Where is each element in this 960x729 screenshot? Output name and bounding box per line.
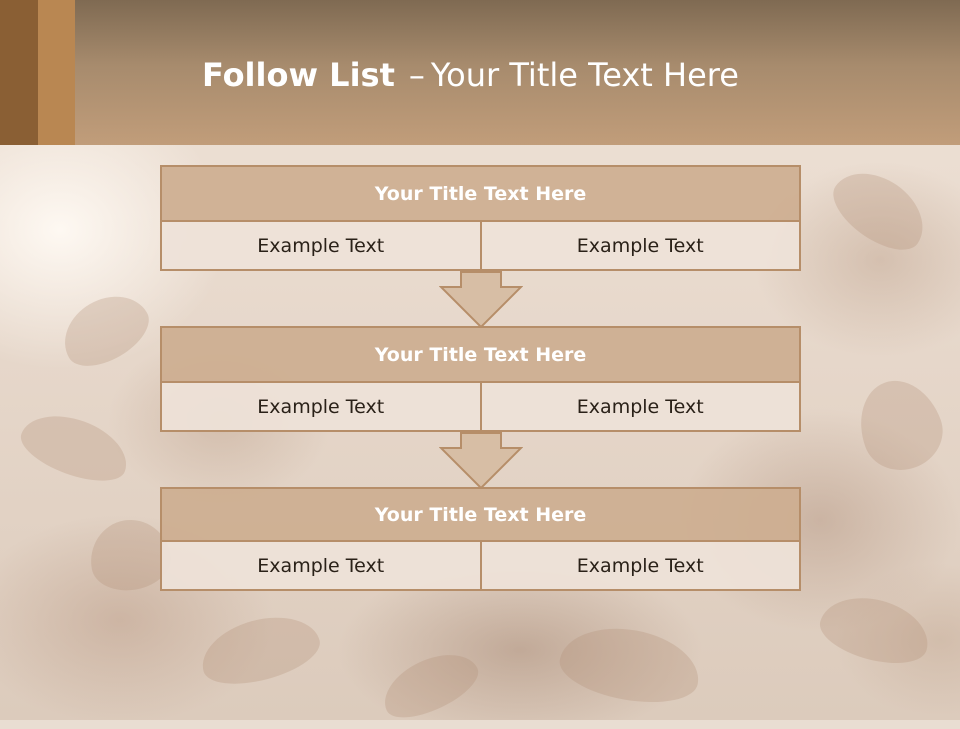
slide-header: Follow List–Your Title Text Here (0, 0, 960, 145)
block-title: Your Title Text Here (160, 326, 801, 383)
block-cell-right: Example Text (481, 383, 801, 432)
slide-title-rest: Your Title Text Here (430, 56, 739, 94)
list-block-3: Your Title Text Here Example Text Exampl… (160, 487, 801, 591)
slide-title-separator: – (408, 56, 425, 94)
block-cell-left: Example Text (160, 383, 482, 432)
block-row: Example Text Example Text (160, 383, 801, 432)
slide-title: Follow List–Your Title Text Here (202, 56, 739, 94)
block-cell-left: Example Text (160, 542, 482, 591)
block-title: Your Title Text Here (160, 487, 801, 542)
list-block-1: Your Title Text Here Example Text Exampl… (160, 165, 801, 271)
block-title: Your Title Text Here (160, 165, 801, 222)
header-accent-stripe-dark (0, 0, 38, 145)
block-cell-left: Example Text (160, 222, 482, 271)
down-arrow-icon (439, 271, 523, 329)
slide-title-bold: Follow List (202, 56, 395, 94)
block-cell-right: Example Text (481, 542, 801, 591)
down-arrow-icon (439, 432, 523, 490)
block-row: Example Text Example Text (160, 222, 801, 271)
block-cell-right: Example Text (481, 222, 801, 271)
header-accent-stripe-light (38, 0, 75, 145)
list-block-2: Your Title Text Here Example Text Exampl… (160, 326, 801, 432)
block-row: Example Text Example Text (160, 542, 801, 591)
